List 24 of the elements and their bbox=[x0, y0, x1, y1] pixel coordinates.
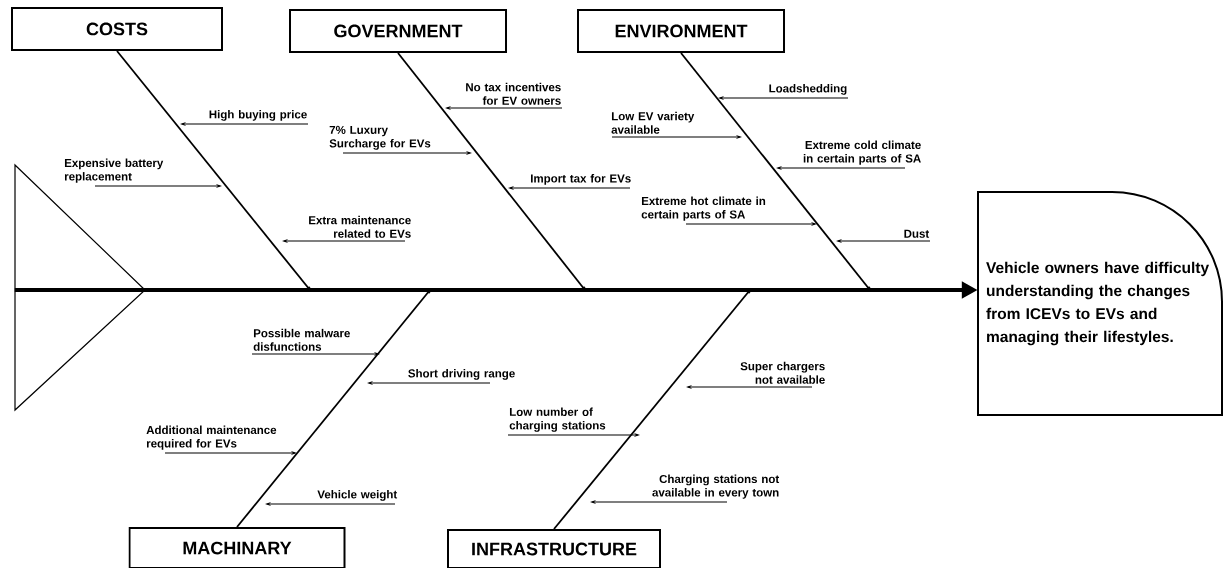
category-box: MACHINARY bbox=[128, 527, 346, 568]
category-box: ENVIRONMENT bbox=[577, 9, 785, 53]
cause-text: High buying price bbox=[209, 110, 307, 121]
category-box: GOVERNMENT bbox=[289, 9, 507, 53]
cause-text: Short driving range bbox=[408, 369, 515, 380]
cause-text: Expensive battery replacement bbox=[64, 158, 164, 183]
cause-text: Dust bbox=[904, 229, 930, 238]
effect-box: Vehicle owners have difficulty understanding the changes from ICEVs to EVs and managing their lifestyles. bbox=[977, 191, 1223, 416]
category-box: INFRASTRUCTURE bbox=[447, 529, 661, 568]
cause-text: Low EV variety available bbox=[611, 111, 695, 134]
cause-text: Charging stations not available in every town bbox=[652, 474, 780, 499]
category-box: COSTS bbox=[11, 7, 223, 51]
cause-text: Low number of charging stations bbox=[509, 407, 606, 432]
cause-text: No tax incentives for EV owners bbox=[466, 82, 561, 105]
cause-text: Additional maintenance required for EVs bbox=[146, 425, 277, 450]
cause-text: Extra maintenance related to EVs bbox=[309, 215, 411, 238]
cause-text: Loadshedding bbox=[769, 84, 847, 95]
cause-text: Import tax for EVs bbox=[531, 174, 631, 185]
cause-text: Extreme cold climate in certain parts of SA bbox=[803, 140, 921, 165]
cause-text: Vehicle weight bbox=[317, 490, 398, 501]
cause-text: Possible malware disfunctions bbox=[253, 328, 350, 351]
cause-text: Super chargers not available bbox=[740, 361, 825, 384]
cause-text: 7% Luxury Surcharge for EVs bbox=[329, 125, 431, 150]
cause-text: Extreme hot climate in certain parts of SA bbox=[641, 196, 766, 221]
